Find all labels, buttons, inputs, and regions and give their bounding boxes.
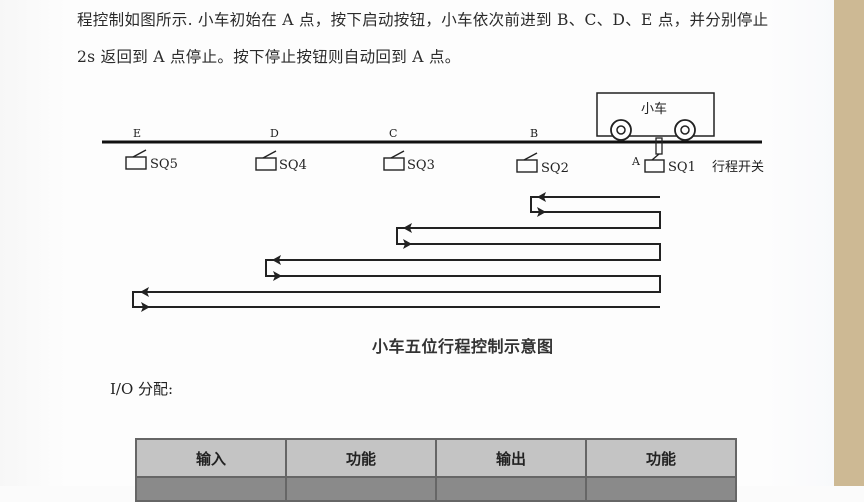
point-label-a: A <box>631 155 641 168</box>
cart-icon: 小车 <box>596 92 715 155</box>
io-section-title: I/O 分配: <box>110 380 174 398</box>
diagram-caption: 小车五位行程控制示意图 <box>372 337 554 356</box>
background-side-strip <box>834 0 864 486</box>
switch-legend-label: 行程开关 <box>712 160 764 175</box>
table-header-row: 输入 功能 输出 功能 <box>135 438 737 478</box>
point-label-e: E <box>133 127 141 140</box>
header-function-2: 功能 <box>585 438 737 478</box>
paragraph-line-1: 程控制如图所示. 小车初始在 A 点，按下启动按钮，小车依次前进到 B、C、D、… <box>77 11 769 29</box>
switch-label-sq4: SQ4 <box>279 158 307 173</box>
arrowhead-icon <box>140 192 546 312</box>
limit-switch-icon <box>125 149 665 173</box>
io-allocation-table: 输入 功能 输出 功能 <box>135 438 737 502</box>
switch-label-sq5: SQ5 <box>150 157 178 172</box>
switch-label-sq3: SQ3 <box>407 158 435 173</box>
document-page: 程控制如图所示. 小车初始在 A 点，按下启动按钮，小车依次前进到 B、C、D、… <box>0 0 834 502</box>
table-row <box>135 476 737 502</box>
point-label-d: D <box>270 127 279 140</box>
cart-travel-diagram: 小车 E D C B A SQ5 SQ4 SQ3 SQ2 SQ1 行程开关 <box>102 92 764 312</box>
header-input: 输入 <box>135 438 287 478</box>
switch-label-sq1: SQ1 <box>668 160 696 175</box>
switch-label-sq2: SQ2 <box>541 161 569 176</box>
header-function: 功能 <box>285 438 437 478</box>
header-output: 输出 <box>435 438 587 478</box>
point-label-b: B <box>530 127 538 140</box>
paragraph-line-2: 2s 返回到 A 点停止。按下停止按钮则自动回到 A 点。 <box>77 48 461 66</box>
svg-text:小车: 小车 <box>641 101 667 117</box>
travel-path-arrows <box>132 196 661 308</box>
point-label-c: C <box>389 127 397 140</box>
